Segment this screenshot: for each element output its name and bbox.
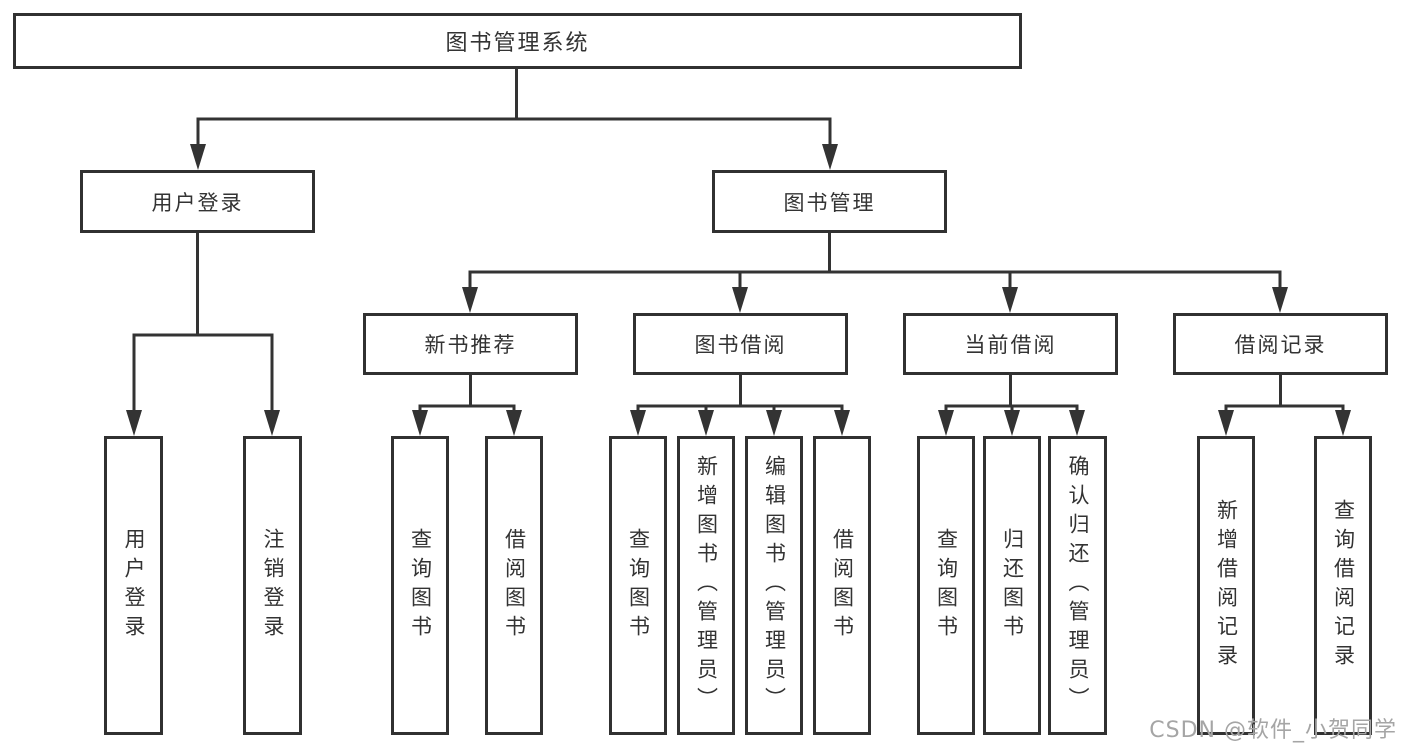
node-query-books-borrowing: 查询图书 <box>609 436 667 735</box>
node-logout-leaf-label: 注销登录 <box>261 527 285 644</box>
node-add-borrow-record: 新增借阅记录 <box>1197 436 1255 735</box>
node-confirm-return-admin: 确认归还（管理员） <box>1048 436 1107 735</box>
node-borrow-books-borrowing-label: 借阅图书 <box>830 527 855 644</box>
connector-lines <box>132 67 1345 416</box>
node-current-borrowing-label: 当前借阅 <box>964 333 1057 357</box>
node-add-borrow-record-label: 新增借阅记录 <box>1214 498 1239 673</box>
node-query-books-recommend: 查询图书 <box>391 436 449 735</box>
node-edit-books-admin-label: 编辑图书（管理员） <box>762 455 787 716</box>
node-edit-books-admin: 编辑图书（管理员） <box>745 436 803 735</box>
node-user-login-label: 用户登录 <box>151 190 244 215</box>
node-borrow-books-borrowing: 借阅图书 <box>813 436 871 735</box>
node-current-borrowing: 当前借阅 <box>903 313 1118 375</box>
node-book-management: 图书管理 <box>712 170 947 233</box>
node-query-books-current-label: 查询图书 <box>934 527 959 644</box>
csdn-watermark: CSDN @软件_小贺同学 <box>1149 718 1397 743</box>
node-add-books-admin-label: 新增图书（管理员） <box>694 455 719 716</box>
node-new-book-recommend: 新书推荐 <box>363 313 578 375</box>
node-book-borrowing-label: 图书借阅 <box>694 333 787 357</box>
node-query-books-recommend-label: 查询图书 <box>408 527 433 644</box>
node-borrow-books-recommend-label: 借阅图书 <box>502 527 527 644</box>
node-logout-leaf: 注销登录 <box>243 436 302 735</box>
node-borrowing-records-label: 借阅记录 <box>1234 333 1327 357</box>
node-book-management-label: 图书管理 <box>783 190 876 215</box>
node-borrow-books-recommend: 借阅图书 <box>485 436 543 735</box>
node-query-books-borrowing-label: 查询图书 <box>626 527 651 644</box>
arrowheads <box>126 144 1351 436</box>
node-book-borrowing: 图书借阅 <box>633 313 848 375</box>
node-borrowing-records: 借阅记录 <box>1173 313 1388 375</box>
node-user-login-leaf-label: 用户登录 <box>122 527 146 644</box>
node-user-login-leaf: 用户登录 <box>104 436 163 735</box>
node-user-login: 用户登录 <box>80 170 315 233</box>
node-return-books: 归还图书 <box>983 436 1041 735</box>
node-library-system: 图书管理系统 <box>13 13 1022 69</box>
node-return-books-label: 归还图书 <box>1000 527 1025 644</box>
node-query-borrow-record-label: 查询借阅记录 <box>1331 498 1356 673</box>
node-query-books-current: 查询图书 <box>917 436 975 735</box>
node-query-borrow-record: 查询借阅记录 <box>1314 436 1372 735</box>
node-library-system-label: 图书管理系统 <box>445 31 590 56</box>
node-confirm-return-admin-label: 确认归还（管理员） <box>1066 455 1090 716</box>
node-add-books-admin: 新增图书（管理员） <box>677 436 735 735</box>
node-new-book-recommend-label: 新书推荐 <box>424 333 517 357</box>
